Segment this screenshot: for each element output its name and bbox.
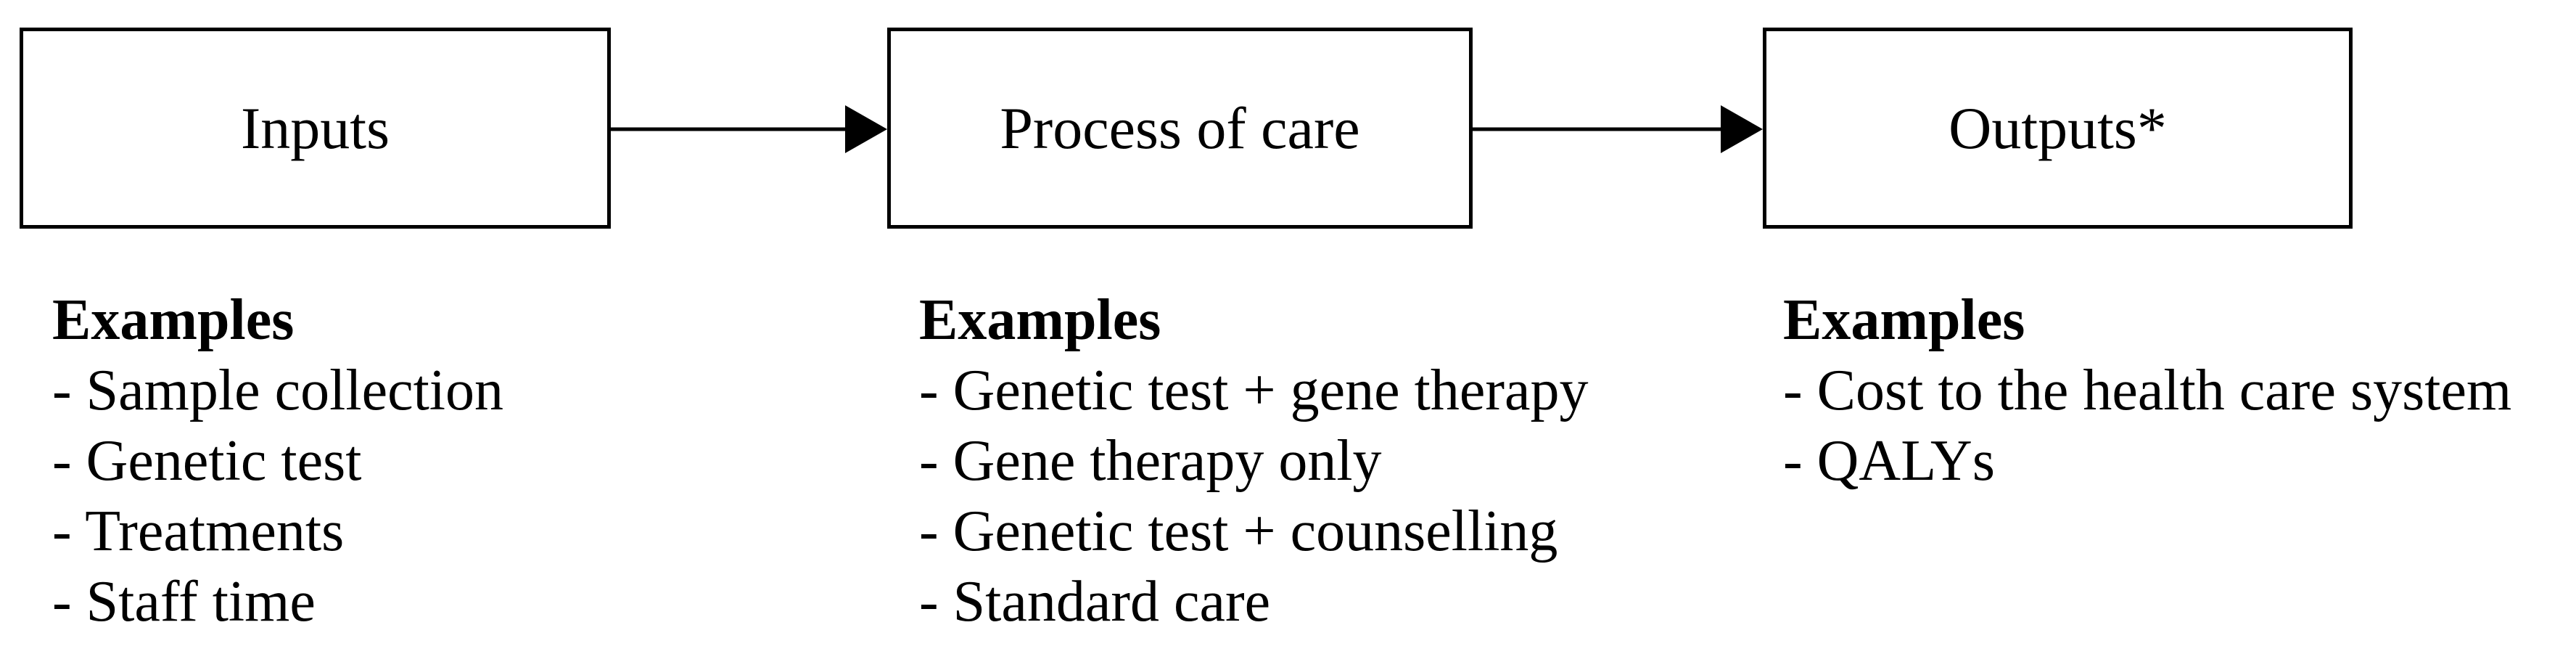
- list-item: - Genetic test: [52, 429, 362, 493]
- list-item: - Genetic test + gene therapy: [919, 359, 1589, 422]
- node-label-outputs: Outputs*: [1949, 94, 2167, 161]
- list-item: - Staff time: [52, 570, 316, 634]
- list-item: - Gene therapy only: [919, 429, 1382, 493]
- node-label-process-of-care: Process of care: [1000, 94, 1360, 161]
- examples-list-inputs: Examples - Sample collection - Genetic t…: [52, 285, 503, 637]
- examples-title: Examples: [1783, 288, 2025, 352]
- examples-title: Examples: [919, 288, 1161, 352]
- node-box-inputs: Inputs: [20, 28, 611, 229]
- examples-list-outputs: Examples - Cost to the health care syste…: [1783, 285, 2511, 496]
- examples-title: Examples: [52, 288, 295, 352]
- flow-arrow-process-to-outputs: [1473, 105, 1763, 153]
- arrow-line: [1473, 127, 1734, 131]
- arrow-line: [611, 127, 858, 131]
- node-box-outputs: Outputs*: [1763, 28, 2353, 229]
- examples-list-process-of-care: Examples - Genetic test + gene therapy -…: [919, 285, 1589, 637]
- list-item: - Cost to the health care system: [1783, 359, 2512, 422]
- flow-arrow-inputs-to-process: [611, 105, 887, 153]
- list-item: - Sample collection: [52, 359, 504, 422]
- node-box-process-of-care: Process of care: [887, 28, 1473, 229]
- list-item: - Treatments: [52, 499, 345, 563]
- arrowhead-right-icon: [1721, 105, 1763, 153]
- node-label-inputs: Inputs: [241, 94, 390, 161]
- list-item: - QALYs: [1783, 429, 1995, 493]
- list-item: - Standard care: [919, 570, 1271, 634]
- list-item: - Genetic test + counselling: [919, 499, 1558, 563]
- arrowhead-right-icon: [845, 105, 887, 153]
